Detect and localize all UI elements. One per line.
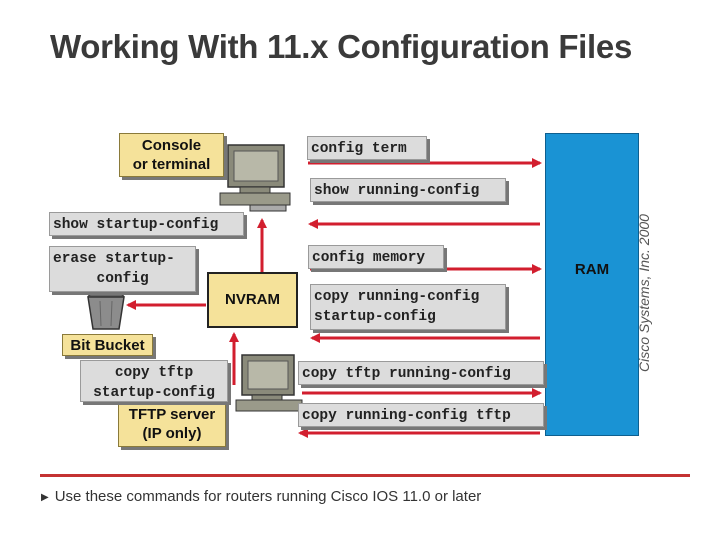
footnote-text: Use these commands for routers running C…	[54, 488, 482, 505]
bit-bucket-label: Bit Bucket	[62, 334, 153, 356]
footer-divider	[40, 474, 690, 477]
cmd-copy-tftp-startup: copy tftp startup-config	[80, 360, 228, 402]
console-label: Console or terminal	[119, 133, 224, 177]
computer-icon	[219, 144, 291, 212]
bullet-icon: ▶	[41, 492, 49, 503]
cmd-config-memory: config memory	[308, 245, 444, 269]
footnote: ▶ Use these commands for routers running …	[41, 488, 481, 505]
tftp-server-label: TFTP server (IP only)	[118, 402, 226, 447]
ram-block: RAM	[545, 133, 639, 436]
cmd-copy-running-tftp: copy running-config tftp	[298, 403, 544, 427]
cmd-show-running-config: show running-config	[310, 178, 506, 202]
cmd-copy-tftp-running: copy tftp running-config	[298, 361, 544, 385]
cmd-config-term: config term	[307, 136, 427, 160]
copyright-side-text: Cisco Systems, Inc. 2000	[636, 214, 652, 372]
cmd-erase-startup-config: erase startup- config	[49, 246, 196, 292]
cmd-show-startup-config: show startup-config	[49, 212, 244, 236]
page-title: Working With 11.x Configuration Files	[50, 28, 633, 65]
server-computer-icon	[235, 354, 303, 412]
nvram-block: NVRAM	[207, 272, 298, 328]
ram-label: RAM	[574, 261, 610, 278]
bucket-icon	[87, 291, 125, 330]
cmd-copy-running-startup: copy running-config startup-config	[310, 284, 506, 330]
